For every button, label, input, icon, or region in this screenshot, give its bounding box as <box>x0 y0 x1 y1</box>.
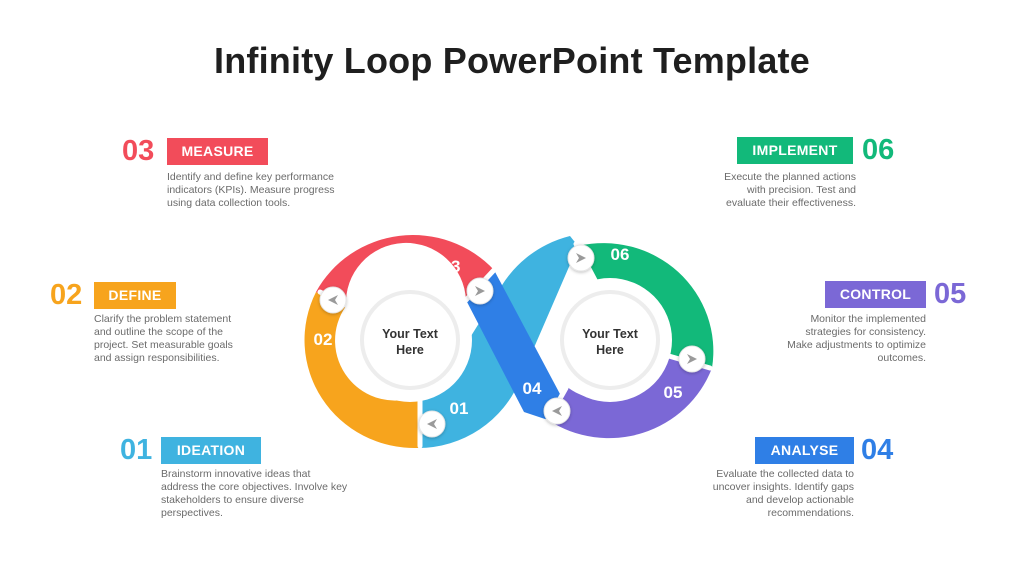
step-03-number: 03 <box>122 135 155 167</box>
center-right-line-1: Your Text <box>582 327 639 341</box>
desc-line: and develop actionable <box>745 494 854 506</box>
step-05-label: CONTROL <box>825 281 926 308</box>
step-01-number: 01 <box>120 434 153 466</box>
desc-line: perspectives. <box>161 507 223 519</box>
desc-line: indicators (KPIs). Measure progress <box>167 184 335 196</box>
center-circle-right-ring <box>560 290 660 390</box>
desc-line: recommendations. <box>767 507 854 519</box>
arrow-badge-4 <box>567 244 595 272</box>
desc-line: and outline the scope of the <box>94 326 224 338</box>
desc-line: Make adjustments to optimize <box>787 339 926 351</box>
center-right-line-2: Here <box>596 343 624 357</box>
center-circle-left <box>348 278 472 402</box>
arrow-icon <box>552 406 562 416</box>
desc-line: using data collection tools. <box>167 197 291 209</box>
segment-01-number: 01 <box>450 399 469 418</box>
center-circle-left-ring <box>360 290 460 390</box>
desc-line: project. Set measurable goals <box>94 339 233 351</box>
step-03-label: MEASURE <box>167 138 268 165</box>
step-01-label: IDEATION <box>161 437 261 464</box>
arrow-icon <box>576 253 586 263</box>
desc-line: and assign responsibilities. <box>94 352 220 364</box>
center-circle-right <box>548 278 672 402</box>
desc-line: Evaluate the collected data to <box>716 468 854 480</box>
step-06-label: IMPLEMENT <box>737 137 853 164</box>
step-01-description: Brainstorm innovative ideas that address… <box>161 468 391 520</box>
segment-02 <box>304 292 418 449</box>
desc-line: strategies for consistency. <box>805 326 926 338</box>
segment-06 <box>578 243 714 368</box>
desc-line: with precision. Test and <box>747 184 856 196</box>
center-left-line-1: Your Text <box>382 327 439 341</box>
desc-line: Monitor the implemented <box>810 313 926 325</box>
desc-line: address the core objectives. Involve key <box>161 481 348 493</box>
segment-02-number: 02 <box>314 330 333 349</box>
arrow-badge-6 <box>543 397 571 425</box>
desc-line: uncover insights. Identify gaps <box>712 481 854 493</box>
arrow-icon <box>328 295 338 305</box>
center-left-line-2: Here <box>396 343 424 357</box>
page-title: Infinity Loop PowerPoint Template <box>214 40 810 81</box>
step-02-description: Clarify the problem statement and outlin… <box>94 313 294 365</box>
segment-03 <box>316 235 494 306</box>
arrow-badge-1 <box>319 286 347 314</box>
desc-line: evaluate their effectiveness. <box>726 197 856 209</box>
step-05-number: 05 <box>934 278 967 310</box>
arrow-badge-3 <box>418 410 446 438</box>
step-02-number: 02 <box>50 279 83 311</box>
arrow-icon <box>475 286 485 296</box>
step-02-label: DEFINE <box>94 282 176 309</box>
arrow-icon <box>687 354 697 364</box>
step-05-description: Monitor the implemented strategies for c… <box>716 313 926 365</box>
segment-03-number: 03 <box>442 257 461 276</box>
segment-06-number: 06 <box>611 245 630 264</box>
arrow-badge-5 <box>678 345 706 373</box>
step-06-description: Execute the planned actions with precisi… <box>636 171 856 210</box>
step-04-description: Evaluate the collected data to uncover i… <box>634 468 854 520</box>
segment-04-number: 04 <box>523 379 542 398</box>
step-06-number: 06 <box>862 134 895 166</box>
step-04-number: 04 <box>861 434 894 466</box>
arrow-badge-2 <box>466 277 494 305</box>
desc-line: outcomes. <box>877 352 926 364</box>
step-04-label: ANALYSE <box>755 437 854 464</box>
arrow-icon <box>427 419 437 429</box>
step-03-description: Identify and define key performance indi… <box>167 171 387 210</box>
desc-line: Identify and define key performance <box>167 171 334 183</box>
segment-04 <box>466 270 560 420</box>
desc-line: Clarify the problem statement <box>94 313 232 325</box>
desc-line: Brainstorm innovative ideas that <box>161 468 311 480</box>
segment-05-number: 05 <box>664 383 683 402</box>
desc-line: Execute the planned actions <box>724 171 856 183</box>
desc-line: stakeholders to ensure diverse <box>161 494 304 506</box>
